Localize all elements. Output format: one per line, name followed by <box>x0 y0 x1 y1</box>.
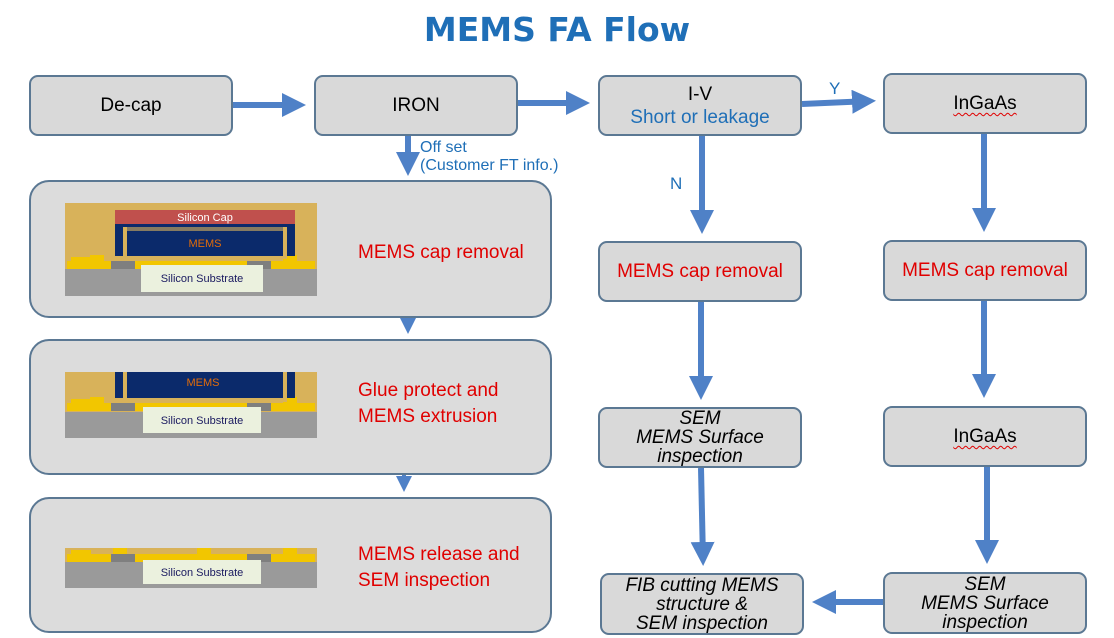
iv-label: I-V <box>687 83 713 105</box>
iron-label: IRON <box>392 95 440 116</box>
decap-box: De-cap <box>29 75 233 136</box>
right-cap-removal-box: MEMS cap removal <box>883 240 1087 301</box>
fib-box: FIB cutting MEMS structure & SEM inspect… <box>600 573 804 635</box>
offset-line1: Off set <box>420 139 467 156</box>
step1-line1: MEMS cap removal <box>358 242 524 263</box>
ingaas-top-label: InGaAs <box>953 93 1017 114</box>
iv-box: I-V Short or leakage <box>598 75 802 136</box>
fib-line3: SEM inspection <box>635 612 768 634</box>
sem-mid-line1: SEM <box>679 408 721 429</box>
yes-label: Y <box>829 79 841 98</box>
substrate-text-2: Silicon Substrate <box>161 415 244 427</box>
mems-text: MEMS <box>189 238 222 250</box>
arrow-iv-to-ingaas <box>801 89 876 114</box>
mid-cap-removal-label: MEMS cap removal <box>617 261 783 282</box>
step1-text: MEMS cap removal <box>358 240 524 266</box>
ingaas-mid-label: InGaAs <box>953 426 1017 447</box>
iv-sublabel: Short or leakage <box>630 106 770 128</box>
no-label: N <box>670 174 683 193</box>
step3-text: MEMS release and SEM inspection <box>358 542 520 594</box>
sem-mid-line2: MEMS Surface <box>636 427 764 448</box>
decap-label: De-cap <box>100 95 162 116</box>
sem-right-line1: SEM <box>964 573 1006 595</box>
sem-right-line3: inspection <box>942 611 1028 633</box>
sem-mid-line3: inspection <box>657 446 743 467</box>
step1-cross-section: Silicon Cap MEMS Silicon Substrate <box>65 203 317 296</box>
arrow-sem-to-fib <box>690 467 715 566</box>
mems-text-2: MEMS <box>187 377 220 389</box>
step2-cross-section: MEMS Silicon Substrate <box>65 372 317 438</box>
substrate-text: Silicon Substrate <box>161 273 244 285</box>
iron-box: IRON <box>314 75 518 136</box>
sem-right-line2: MEMS Surface <box>921 592 1049 614</box>
ingaas-top-box: InGaAs <box>883 73 1087 134</box>
step2-text: Glue protect and MEMS extrusion <box>358 378 498 430</box>
sem-right-box: SEM MEMS Surface inspection <box>883 572 1087 634</box>
fib-line2: structure & <box>656 593 748 615</box>
offset-line2: (Customer FT info.) <box>420 157 559 174</box>
step3-line2: SEM inspection <box>358 570 491 591</box>
fib-line1: FIB cutting MEMS <box>625 574 779 596</box>
step3-line1: MEMS release and <box>358 544 520 565</box>
mid-cap-removal-box: MEMS cap removal <box>598 241 802 302</box>
substrate-text-3: Silicon Substrate <box>161 567 244 579</box>
step2-line1: Glue protect and <box>358 380 499 401</box>
offset-label: Off set (Customer FT info.) <box>420 139 558 175</box>
sem-mid-box: SEM MEMS Surface inspection <box>598 407 802 468</box>
ingaas-mid-box: InGaAs <box>883 406 1087 467</box>
silicon-cap-text: Silicon Cap <box>177 212 233 224</box>
page-title: MEMS FA Flow <box>423 10 691 49</box>
step3-cross-section: Silicon Substrate <box>65 548 317 588</box>
right-cap-removal-label: MEMS cap removal <box>902 260 1068 281</box>
step2-line2: MEMS extrusion <box>358 406 498 427</box>
